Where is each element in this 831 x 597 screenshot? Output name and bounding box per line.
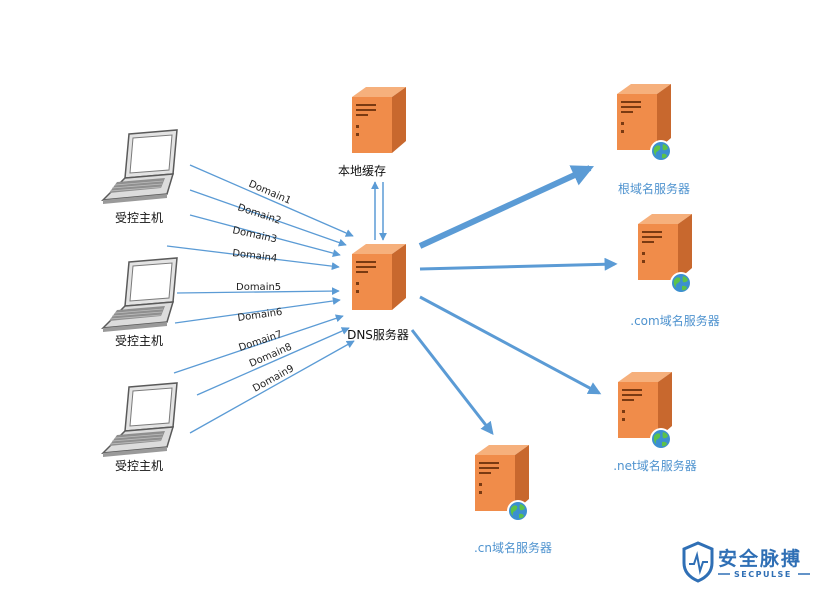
logo-name: 安全脉搏 [718, 547, 802, 570]
com-server-icon [638, 214, 692, 280]
host-label: 受控主机 [115, 334, 163, 348]
cn-label: .cn域名服务器 [474, 540, 552, 555]
secpulse-logo: 安全脉搏 SECPULSE [682, 541, 810, 583]
globe-icon [650, 428, 672, 450]
globe-icon [650, 140, 672, 162]
query-arrow [196, 327, 350, 396]
query-arrow [189, 189, 347, 247]
logo-sub: SECPULSE [734, 570, 792, 579]
root-label: 根域名服务器 [618, 181, 690, 196]
net-query-arrow [419, 295, 602, 395]
com-query-arrow [419, 257, 618, 271]
query-arrow [166, 245, 340, 271]
query-arrows [166, 164, 355, 434]
cache-server-icon [352, 87, 406, 153]
query-label: Domain2 [236, 202, 282, 226]
dns-label: DNS服务器 [347, 327, 409, 342]
root-server-icon [617, 84, 671, 150]
globe-icon [507, 500, 529, 522]
host-laptop-icon [102, 129, 178, 205]
query-arrow [189, 214, 341, 258]
query-arrow [176, 287, 340, 296]
host-laptop-icon [102, 257, 178, 333]
query-label: Domain3 [231, 225, 277, 245]
host-label: 受控主机 [115, 459, 163, 473]
host-laptop-icon [102, 382, 178, 458]
cn-query-arrow [410, 329, 494, 436]
com-label: .com域名服务器 [630, 313, 719, 328]
query-arrow [174, 297, 341, 324]
query-label: Domain6 [237, 307, 283, 324]
dns-server-icon [352, 244, 406, 310]
cache-label: 本地缓存 [338, 164, 386, 178]
query-arrow [189, 164, 354, 237]
query-arrow [189, 340, 355, 434]
net-label: .net域名服务器 [613, 458, 697, 473]
query-label: Domain4 [232, 248, 278, 264]
root-query-arrow [418, 165, 594, 249]
host-label: 受控主机 [115, 211, 163, 225]
query-arrow [173, 314, 344, 374]
query-label: Domain5 [236, 282, 281, 293]
net-server-icon [618, 372, 672, 438]
globe-icon [670, 272, 692, 294]
